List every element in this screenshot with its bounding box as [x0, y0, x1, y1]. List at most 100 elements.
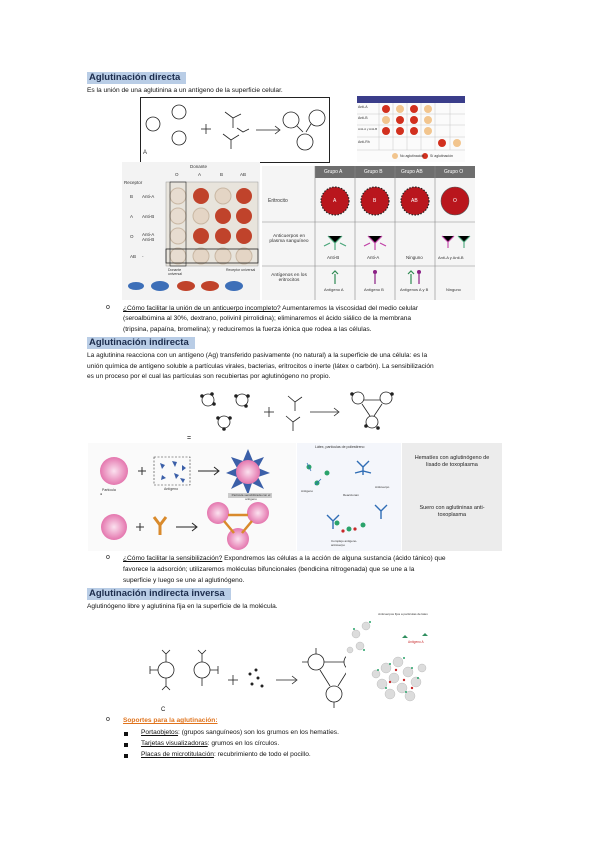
inversa-latex-antigen: Antígeno A [408, 640, 424, 644]
blood-groups-table: Grupo A Grupo B Grupo AB Grupo O Eritroc… [262, 166, 475, 300]
particle-diagram-svg: ● [100, 449, 272, 550]
cell-letter-b: B [373, 198, 377, 204]
inversa-fig-label: C [161, 707, 166, 713]
section-heading-indirecta: Aglutinación indirecta [87, 337, 195, 349]
small-table-row-4: Anti-Rh [358, 140, 370, 144]
latex-figure: Látex, partículas de poliestireno Antíge… [297, 443, 401, 551]
card-wells-svg [128, 181, 259, 291]
antibody-o: Anti-A y Anti-B [438, 255, 464, 260]
small-typing-table: Anti-A Anti-B Anti-A y Anti-B Anti-Rh No… [357, 96, 465, 162]
antibody-ab: Ninguno [406, 255, 423, 260]
latex-title: Látex, partículas de poliestireno [315, 445, 365, 449]
soportes-item-3-term: Placas de microtitulación [141, 751, 214, 758]
soportes-item-1-term: Portaobjetos [141, 729, 179, 736]
hematies-figure: Hematíes con aglutinógeno de lisado de t… [402, 443, 502, 551]
row-label-eritrocito: Eritrocito [268, 198, 288, 204]
card-col-ab: AB [240, 172, 247, 177]
q2-question: ¿Cómo facilitar la sensibilización? [123, 555, 223, 562]
cell-letter-ab: AB [411, 198, 418, 204]
soportes-bullet-3 [124, 754, 128, 758]
card-header: Donante [190, 164, 208, 169]
card-row-title: Receptor [124, 180, 143, 185]
bullet-soportes: o [106, 716, 110, 723]
directa-diagram: A [140, 97, 330, 163]
antigen-o: Ninguno [446, 287, 461, 292]
soportes-bullet-1 [124, 732, 128, 736]
cell-letter-a: A [333, 198, 337, 204]
row-label-antigenos: Antígenos en los eritrocitos [271, 273, 307, 283]
antigen-a: Antígeno A [324, 287, 344, 292]
antigen-label: Antígeno [164, 487, 179, 491]
q1-answer-line3: (tripsina, papaína, bromelina); y reduci… [123, 326, 372, 333]
directa-fig-label: A [143, 150, 148, 156]
small-table-row-1: Anti-A [358, 105, 368, 109]
equals-sign: = [187, 435, 192, 442]
card-row-b: B [130, 194, 134, 199]
inversa-diagram [146, 640, 368, 710]
latex-antigen-label: Antígeno [301, 489, 314, 493]
latex-react-label: Reaccionan [343, 493, 359, 497]
latex-complex-label: Complejo antígeno-anticuerpo [331, 539, 358, 547]
card-row-ab-anti: - [142, 254, 144, 259]
indirecta-diagram [190, 382, 408, 440]
card-col-o: O [175, 172, 179, 177]
blood-groups-svg [262, 166, 475, 300]
inversa-latex-svg [346, 621, 428, 702]
directa-description: Es la unión de una aglutinina a un antíg… [87, 87, 283, 94]
indirecta-line1: La aglutinina reacciona con un antígeno … [87, 352, 428, 359]
card-row-o-anti: Anti-A Anti-B [142, 232, 155, 242]
soportes-item-3-rest: : recubrimiento de todo el pocillo. [213, 751, 311, 758]
small-table-legend-no: No aglutinación [400, 154, 425, 158]
q1-answer-line1: Aumentaremos la viscosidad del medio cel… [280, 305, 419, 312]
q1-question: ¿Cómo facilitar la unión de un anticuerp… [123, 305, 281, 312]
antibody-b: Anti-A [367, 255, 380, 260]
indirecta-diagram-svg [200, 391, 394, 431]
blood-typing-card: Donante Receptor O A B AB B Anti-A A Ant… [122, 162, 260, 300]
card-row-b-anti: Anti-A [142, 194, 155, 199]
soportes-item-3: Placas de microtitulación: recubrimiento… [141, 750, 311, 760]
card-row-ab: AB [130, 254, 137, 259]
card-col-b: B [220, 172, 224, 177]
card-col-a: A [198, 172, 202, 177]
q2-answer-line3: superficie y luego se une al aglutinógen… [123, 577, 245, 584]
hematies-top-text: Hematíes con aglutinógeno de lisado de t… [414, 455, 490, 468]
bullet-q1: o [106, 304, 110, 311]
q1-answer-line2: (seroalbúmina al 30%, dextrano, polivini… [123, 315, 412, 322]
section-heading-directa: Aglutinación directa [87, 72, 187, 84]
inversa-latex-top: Anticuerpos fijos a partículas de látex [378, 612, 428, 616]
hematies-bottom-text: Suero con aglutininas anti-toxoplasma [419, 505, 485, 518]
soportes-item-2-term: Tarjetas visualizadoras [141, 740, 208, 747]
group-header-o: Grupo O [444, 169, 464, 175]
row-label-anticuerpos: Anticuerpos en plasma sanguíneo [269, 234, 309, 244]
soportes-item-2-rest: : grumos en los círculos. [207, 740, 280, 747]
card-row-o: O [130, 234, 134, 239]
latex-figure-svg [306, 460, 388, 533]
soportes-item-2: Tarjetas visualizadoras: grumos en los c… [141, 739, 279, 749]
q2-answer-line2: favorece la adsorción; utilizaremos molé… [123, 566, 415, 573]
small-table-legend-si: Sí aglutinación [430, 154, 453, 158]
section-heading-inversa: Aglutinación indirecta inversa [87, 588, 231, 600]
bullet-q2: o [106, 554, 110, 561]
particle-diagram: ● Partícula Antígeno Partícula sensibili… [88, 443, 296, 551]
antigen-b: Antígeno B [364, 287, 384, 292]
cell-letter-o: O [453, 198, 457, 204]
inversa-description: Aglutinógeno libre y aglutinina fija en … [87, 603, 278, 610]
soportes-item-1: Portaobjetos: (grupos sanguíneos) son lo… [141, 728, 339, 738]
group-header-b: Grupo B [364, 169, 383, 175]
inversa-latex-figure: Anticuerpos fijos a partículas de látex … [346, 610, 466, 708]
indirecta-line2: unión química de antígeno soluble a part… [87, 363, 434, 370]
antigen-ab: Antígenos A y B [400, 287, 429, 292]
particle-label: Partícula [102, 488, 116, 492]
card-row-a: A [130, 214, 134, 219]
group-header-a: Grupo A [324, 169, 343, 175]
q2-block: ¿Cómo facilitar la sensibilización? Expo… [123, 554, 523, 564]
small-table-row-2: Anti-B [358, 116, 368, 120]
latex-antibody-label: Anticuerpo [375, 485, 390, 489]
soportes-title: Soportes para la aglutinación: [123, 717, 218, 724]
card-note-receptor: Receptor universal [226, 268, 256, 272]
antibody-a: Anti-B [327, 255, 340, 260]
small-typing-table-svg [357, 96, 465, 159]
small-table-row-3: Anti-A y Anti-B [358, 127, 378, 131]
svg-text:●: ● [100, 492, 102, 496]
card-row-a-anti: Anti-B [142, 214, 155, 219]
